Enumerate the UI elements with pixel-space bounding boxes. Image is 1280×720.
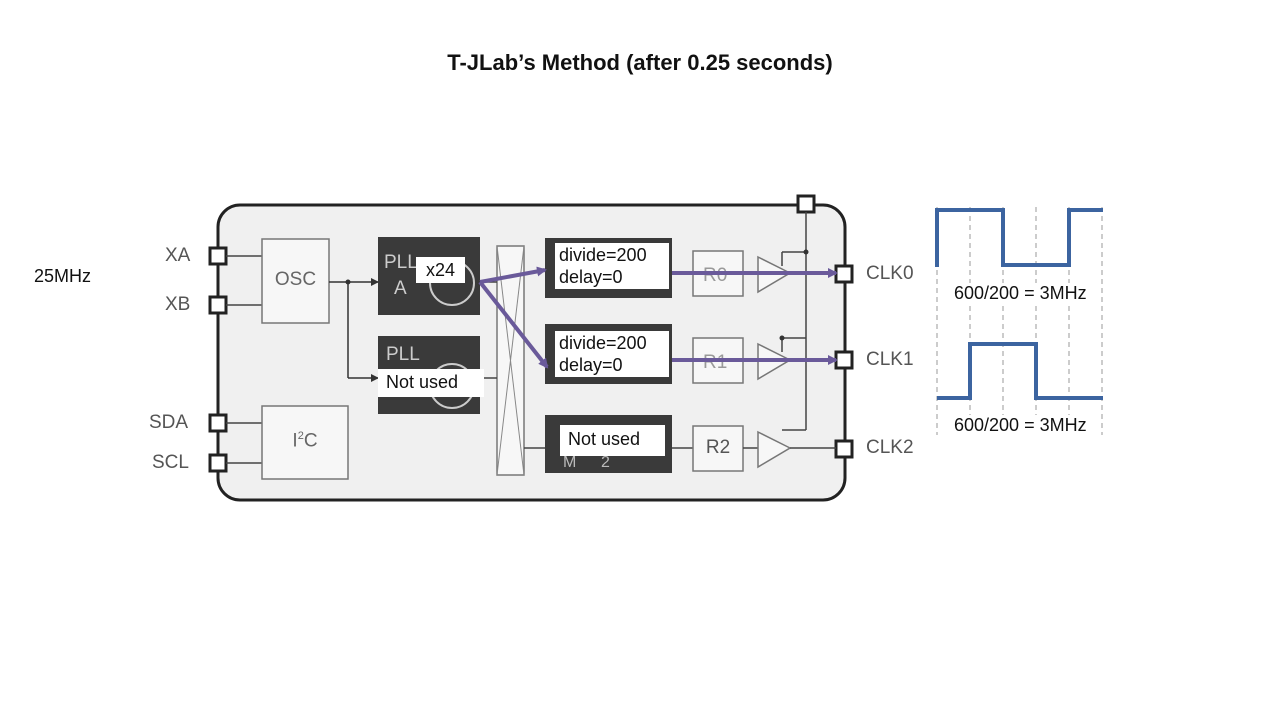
svg-text:A: A [394,278,407,299]
ms0-settings: divide=200 delay=0 [555,243,669,289]
page-title: T-JLab’s Method (after 0.25 seconds) [447,50,833,75]
ms2-not-used: Not used [560,425,665,456]
svg-text:R0: R0 [703,265,727,286]
pll-a-multiplier: x24 [416,257,466,283]
pin-label-clk0: CLK0 [866,263,914,284]
waveform-clk0 [935,208,1103,267]
osc-label: OSC [274,269,317,290]
waveform-clk1 [937,342,1103,400]
svg-text:2: 2 [601,454,610,471]
pin-label-xa: XA [165,245,191,266]
i2c-label: I2C [292,430,318,452]
r2-block [692,425,744,472]
pin-label-sda: SDA [149,412,189,433]
pll-a-to-ms0-arrow [479,266,547,284]
buffer-2 [757,430,792,469]
svg-text:PLL: PLL [386,344,420,365]
pin-clk2 [834,439,854,459]
pin-scl [208,453,228,473]
pin-label-clk2: CLK2 [866,437,914,458]
waveform-guides [936,207,1103,435]
r2-label: R2 [705,437,731,458]
i2c-block [261,405,349,480]
pin-label-scl: SCL [152,452,189,473]
waveform-clk0-label: 600/200 = 3MHz [954,283,1087,304]
pin-xb [208,295,228,315]
pin-clk0 [834,264,854,284]
pll-a-to-ms1-arrow [478,280,549,369]
ms1-settings: divide=200 delay=0 [555,331,669,377]
svg-text:M: M [563,454,576,471]
pin-label-xb: XB [165,294,191,315]
pin-top [796,194,816,214]
svg-text:PLL: PLL [384,252,418,273]
osc-block [261,238,330,324]
ms1-divide: divide=200 [559,333,647,353]
ms0-divide: divide=200 [559,245,647,265]
pin-xa [208,246,228,266]
pin-sda [208,413,228,433]
input-frequency-label: 25MHz [34,266,92,286]
pin-label-clk1: CLK1 [866,349,914,370]
waveform-clk1-label: 600/200 = 3MHz [954,415,1087,436]
ms0-delay: delay=0 [559,267,623,287]
pll-b-not-used: Not used [378,369,484,397]
ms1-delay: delay=0 [559,355,623,375]
pin-clk1 [834,350,854,370]
svg-text:R1: R1 [703,352,727,373]
